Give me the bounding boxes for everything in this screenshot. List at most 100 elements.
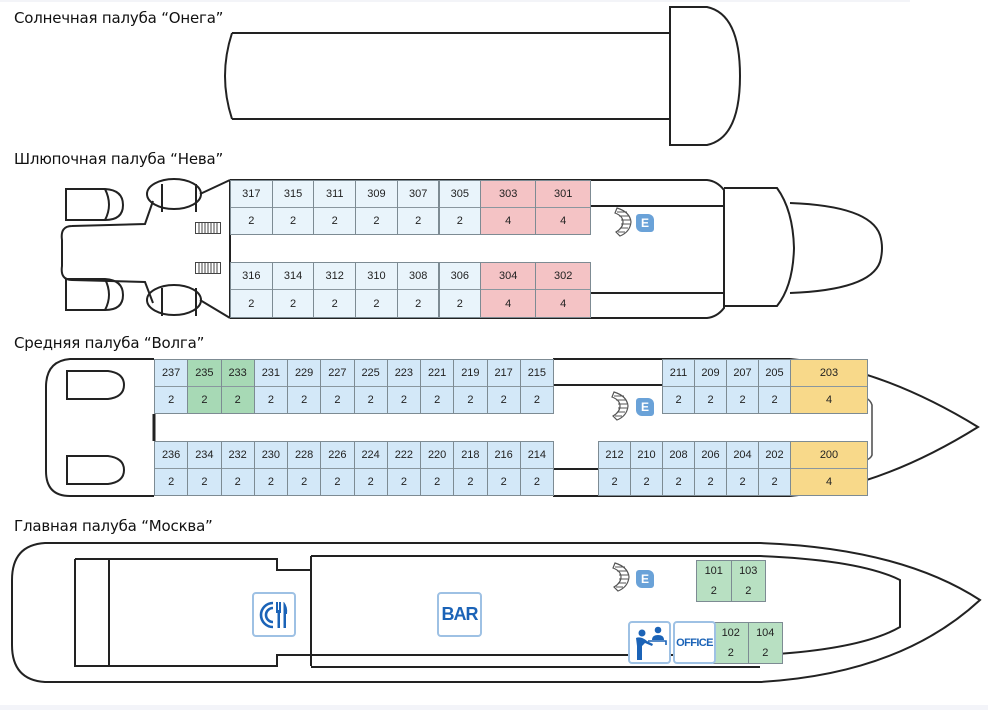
restaurant-icon[interactable]	[252, 592, 296, 637]
cabin-number: 235	[188, 360, 221, 387]
cabin-berths: 2	[771, 475, 778, 488]
cabin-number: 223	[387, 360, 420, 387]
cabin-berths: 2	[739, 475, 746, 488]
cabin-berths: 2	[201, 475, 208, 488]
deck-title-onega: Солнечная палуба “Онега”	[14, 9, 224, 27]
cabin-308[interactable]: 308 2	[396, 262, 440, 318]
staircase-icon	[614, 207, 632, 237]
cabin-berths: 2	[267, 475, 274, 488]
cabin-number: 104	[756, 627, 775, 639]
reception-icon[interactable]	[628, 621, 671, 664]
cabin-berths: 4	[560, 214, 567, 227]
cabin-number: 225	[354, 360, 387, 387]
cabin-number: 209	[695, 360, 726, 387]
cabin-berths: 2	[675, 475, 682, 488]
cabin-berths: 2	[234, 393, 241, 406]
cabin-berths: 2	[415, 297, 422, 310]
cabin-number: 218	[454, 442, 487, 469]
cabin-number: 314	[272, 263, 314, 290]
ladder-icon	[195, 222, 221, 234]
deck-title-neva: Шлюпочная палуба “Нева”	[14, 150, 224, 168]
cabin-number: 312	[314, 263, 356, 290]
cabin-number: 236	[155, 442, 188, 469]
bar-icon[interactable]: BAR	[437, 592, 482, 637]
cabin-number: 308	[397, 263, 439, 290]
cabin-312[interactable]: 312 2	[313, 262, 357, 318]
cabin-berths: 2	[456, 214, 463, 227]
deck-title-volga: Средняя палуба “Волга”	[14, 334, 205, 352]
cabin-number: 233	[221, 360, 254, 387]
cabin-berths: 4	[505, 297, 512, 310]
cabin-number: 316	[231, 263, 272, 290]
cabin-berths: 2	[234, 475, 241, 488]
footer-bar	[0, 705, 988, 710]
cabin-berths: 2	[675, 393, 682, 406]
cabin-number: 102	[721, 627, 740, 639]
reception-desk-icon	[635, 626, 667, 660]
office-icon[interactable]: OFFICE	[673, 621, 716, 664]
cabin-berths: 2	[367, 475, 374, 488]
cabin-berths: 2	[400, 393, 407, 406]
cabin-number: 212	[599, 442, 630, 469]
cabin-berths: 2	[331, 297, 338, 310]
cabin-number: 311	[314, 181, 356, 208]
cabin-number: 214	[520, 442, 553, 469]
cabin-number: 227	[321, 360, 354, 387]
